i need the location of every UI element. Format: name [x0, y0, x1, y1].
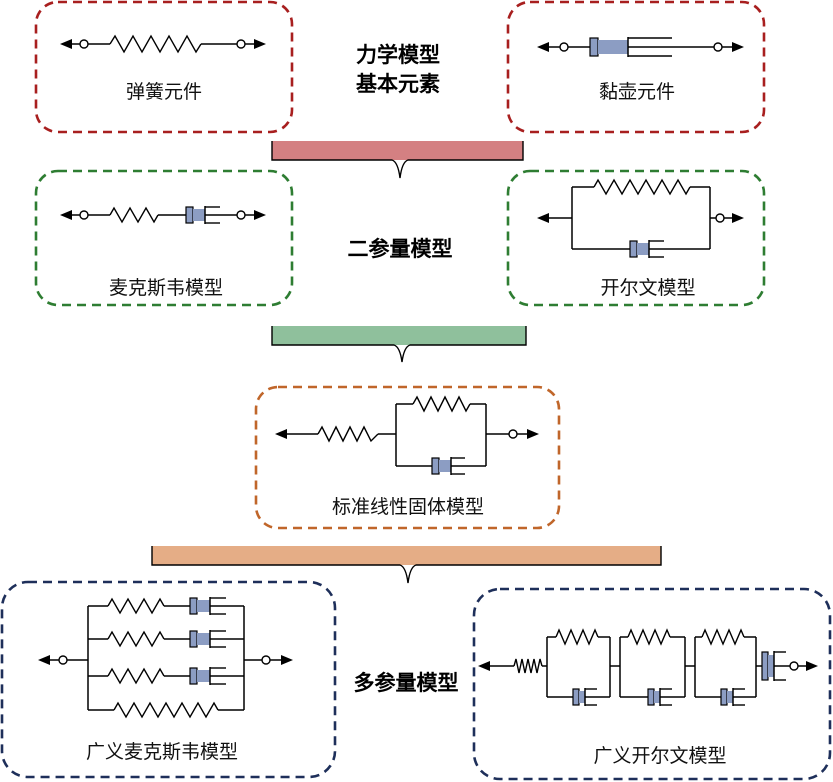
sls-model-symbol [275, 395, 539, 475]
dashpot-element-box [506, 0, 766, 134]
dashpot-element-symbol [537, 37, 744, 57]
gen-maxwell-model-symbol [38, 597, 293, 719]
category-two-param: 二参量模型 [348, 237, 453, 261]
maxwell-model-label: 麦克斯韦模型 [109, 277, 223, 299]
spring-element-label: 弹簧元件 [126, 81, 202, 103]
maxwell-model-box [34, 169, 294, 307]
kelvin-model-box [506, 169, 766, 307]
gen-maxwell-model-box [0, 580, 337, 779]
maxwell-model-symbol [60, 206, 266, 224]
brace-bar-two-param [271, 326, 527, 363]
brace-bar-sls [151, 546, 662, 584]
spring-element-symbol [60, 34, 266, 54]
category-basic-line1: 力学模型 [356, 43, 440, 67]
kelvin-model-label: 开尔文模型 [600, 277, 695, 299]
sls-model-box [254, 385, 561, 530]
gen-kelvin-model-box [472, 587, 832, 781]
sls-model-label: 标准线性固体模型 [332, 496, 484, 518]
spring-element-box [34, 0, 294, 134]
gen-kelvin-model-label: 广义开尔文模型 [593, 745, 726, 767]
category-multi-param: 多参量模型 [354, 671, 459, 695]
brace-bar-basic [271, 141, 524, 179]
category-basic-line2: 基本元素 [356, 72, 440, 96]
gen-maxwell-model-label: 广义麦克斯韦模型 [86, 741, 238, 763]
gen-kelvin-model-symbol [478, 628, 818, 706]
dashpot-element-label: 黏壶元件 [599, 81, 675, 103]
kelvin-model-symbol [537, 178, 744, 258]
